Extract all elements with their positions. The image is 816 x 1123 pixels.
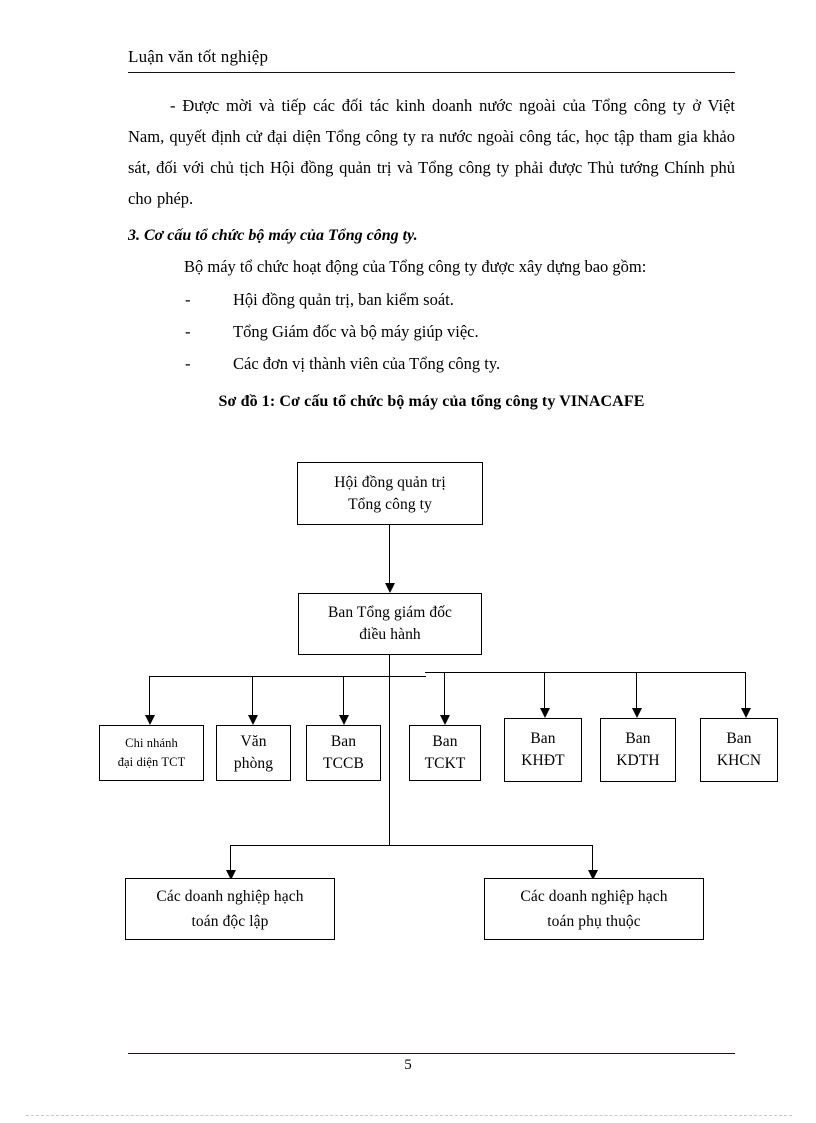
list-item-label: Hội đồng quản trị, ban kiểm soát.	[233, 290, 454, 309]
org-node-executive: Ban Tổng giám đốc điều hành	[298, 593, 482, 655]
org-node-department-6-line2: KDTH	[616, 752, 660, 769]
edge-drop-ban-kdth	[636, 672, 638, 713]
arrowhead-executive	[385, 583, 395, 593]
arrowhead-ban-khdt	[540, 708, 550, 718]
page-number: 5	[404, 1057, 412, 1073]
edge-department-bus-right	[425, 672, 746, 674]
arrowhead-ban-kdth	[632, 708, 642, 718]
org-node-department-3-line1: Ban	[330, 733, 357, 750]
org-node-enterprise-independent: Các doanh nghiệp hạch toán độc lập	[125, 878, 335, 940]
edge-drop-ban-khdt	[544, 672, 546, 713]
org-node-department-5-line2: KHĐT	[521, 752, 565, 769]
lead-paragraph: Bộ máy tổ chức hoạt động của Tổng công t…	[184, 257, 647, 276]
arrowhead-ban-tccb	[339, 715, 349, 725]
org-node-board-line2: Tổng công ty	[348, 495, 432, 513]
org-node-department-2-line2: phòng	[233, 755, 274, 772]
arrowhead-enterprise-dependent	[588, 870, 598, 880]
edge-board-to-executive	[389, 525, 391, 590]
edge-enterprise-bus	[230, 845, 593, 847]
running-header-title: Luận văn tốt nghiệp	[128, 47, 269, 66]
section-heading: 3. Cơ cấu tổ chức bộ máy của Tổng công t…	[128, 227, 418, 244]
body-content: - Được mời và tiếp các đối tác kinh doan…	[128, 90, 735, 416]
org-node-enterprise-independent-line2: toán độc lập	[191, 913, 269, 930]
org-node-enterprise-dependent-line2: toán phụ thuộc	[547, 913, 641, 930]
bullet-marker: -	[185, 354, 191, 373]
edge-drop-ban-tckt	[444, 672, 446, 720]
org-node-board-line1: Hội đồng quản trị	[334, 473, 446, 491]
list-item-label: Tổng Giám đốc và bộ máy giúp việc.	[233, 322, 479, 341]
list-item: - Tổng Giám đốc và bộ máy giúp việc.	[128, 316, 735, 348]
org-node-department-3-line2: TCCB	[323, 755, 364, 772]
org-node-department-2-line1: Văn	[240, 733, 267, 750]
bullet-list: - Hội đồng quản trị, ban kiểm soát. - Tổ…	[128, 284, 735, 380]
list-item-label: Các đơn vị thành viên của Tổng công ty.	[233, 354, 501, 373]
edge-drop-enterprise-independent	[230, 845, 232, 875]
edge-drop-ban-khcn	[745, 672, 747, 713]
org-node-board: Hội đồng quản trị Tổng công ty	[297, 462, 483, 525]
org-node-department-5-line1: Ban	[530, 730, 556, 747]
org-node-department-1: Chi nhánh đại diện TCT	[99, 725, 204, 781]
edge-drop-ban-tccb	[343, 676, 345, 720]
bullet-marker: -	[185, 290, 191, 309]
org-node-department-7: Ban KHCN	[700, 718, 778, 782]
edge-drop-van-phong	[252, 676, 254, 720]
org-node-department-4-line1: Ban	[432, 733, 458, 750]
bullet-marker: -	[185, 322, 191, 341]
org-node-enterprise-dependent: Các doanh nghiệp hạch toán phụ thuộc	[484, 878, 704, 940]
org-chart: Hội đồng quản trị Tổng công ty Ban Tổng …	[0, 440, 816, 960]
header-divider	[128, 72, 735, 73]
footer-divider	[128, 1053, 735, 1054]
org-node-department-2: Văn phòng	[216, 725, 291, 781]
arrowhead-enterprise-independent	[226, 870, 236, 880]
org-node-department-4: Ban TCKT	[409, 725, 481, 781]
org-node-department-3: Ban TCCB	[306, 725, 381, 781]
org-node-department-1-line2: đại diện TCT	[117, 755, 186, 769]
arrowhead-ban-tckt	[440, 715, 450, 725]
figure-caption: Sơ đồ 1: Cơ cấu tổ chức bộ máy của tổng …	[218, 393, 645, 410]
arrowhead-ban-khcn	[741, 708, 751, 718]
list-item: - Các đơn vị thành viên của Tổng công ty…	[128, 348, 735, 380]
org-node-department-5: Ban KHĐT	[504, 718, 582, 782]
arrowhead-van-phong	[248, 715, 258, 725]
org-node-enterprise-independent-line1: Các doanh nghiệp hạch	[156, 888, 304, 905]
paragraph-1: - Được mời và tiếp các đối tác kinh doan…	[128, 96, 735, 208]
org-node-enterprise-dependent-line1: Các doanh nghiệp hạch	[520, 888, 668, 905]
edge-drop-enterprise-dependent	[592, 845, 594, 875]
org-node-executive-line1: Ban Tổng giám đốc	[327, 604, 453, 621]
org-node-department-6-line1: Ban	[625, 730, 651, 747]
scan-artifact-line	[26, 1115, 792, 1116]
org-node-department-1-line1: Chi nhánh	[125, 736, 178, 750]
org-node-department-6: Ban KDTH	[600, 718, 676, 782]
org-node-executive-line2: điều hành	[359, 626, 421, 643]
org-node-department-7-line2: KHCN	[716, 752, 762, 769]
arrowhead-chi-nhanh	[145, 715, 155, 725]
edge-drop-chi-nhanh	[149, 676, 151, 720]
edge-department-bus-left	[149, 676, 426, 678]
org-node-department-7-line1: Ban	[726, 730, 752, 747]
org-node-department-4-line2: TCKT	[424, 755, 466, 772]
edge-executive-trunk	[389, 655, 391, 846]
list-item: - Hội đồng quản trị, ban kiểm soát.	[128, 284, 735, 316]
